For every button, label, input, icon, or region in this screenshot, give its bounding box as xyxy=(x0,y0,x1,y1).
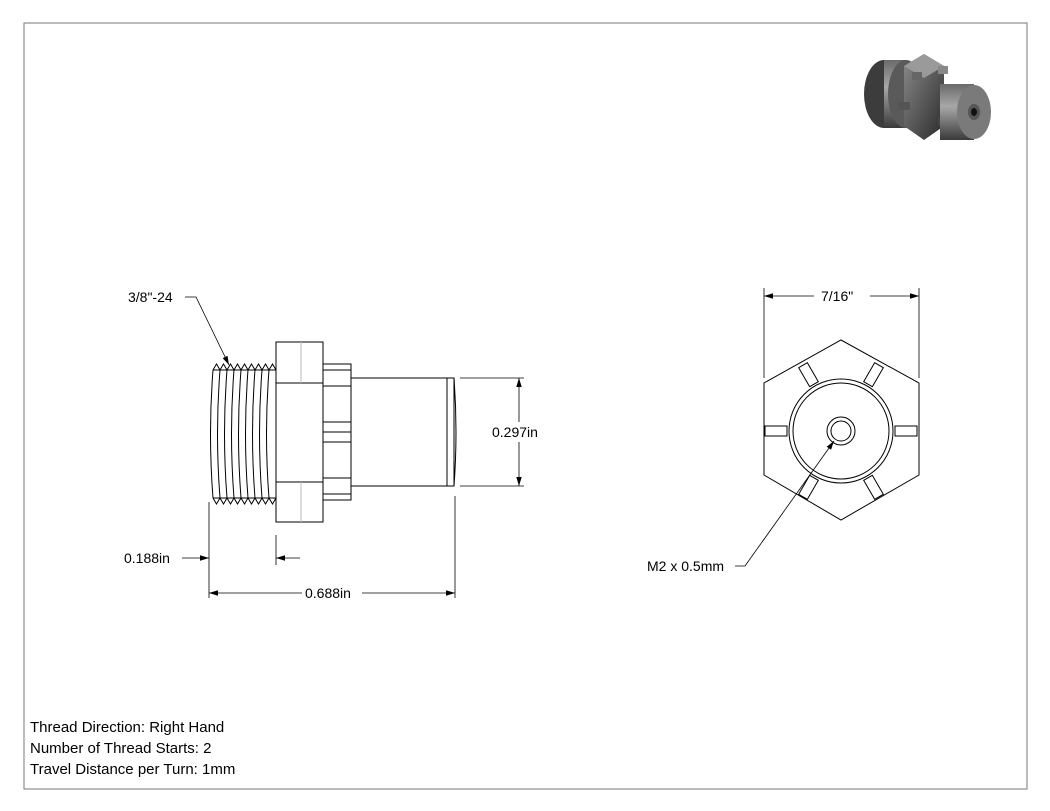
hex-width-label: 7/16" xyxy=(821,288,853,304)
bore-outer xyxy=(826,416,856,446)
thread-notes: Thread Direction: Right Hand Number of T… xyxy=(30,717,235,780)
thread-crest-line xyxy=(252,369,256,499)
thread-teeth-top xyxy=(212,363,277,371)
shank-diameter-label: 0.297in xyxy=(492,424,538,440)
shank xyxy=(350,377,457,487)
radial-tab xyxy=(797,474,820,501)
bore-inner xyxy=(830,420,852,442)
radial-tab xyxy=(797,361,820,388)
thread-teeth-bottom xyxy=(212,497,277,505)
thread-starts-note: Number of Thread Starts: 2 xyxy=(30,740,212,757)
front-view xyxy=(763,339,920,521)
thread-crest-line xyxy=(224,369,228,499)
radial-tab xyxy=(894,425,918,437)
shank-circle xyxy=(788,378,894,484)
thread-crest-line xyxy=(231,369,235,499)
travel-distance-note: Travel Distance per Turn: 1mm xyxy=(30,761,236,778)
thread-crest-line xyxy=(238,369,242,499)
radial-tab xyxy=(862,361,885,388)
side-view-dimensions xyxy=(182,296,524,598)
side-view xyxy=(210,341,457,523)
isometric-thumbnail xyxy=(864,54,991,140)
thread-crest-line xyxy=(245,369,249,499)
bore-thread-label: M2 x 0.5mm xyxy=(647,558,724,574)
inner-circle xyxy=(792,382,890,480)
hex-outline xyxy=(763,339,920,521)
radial-tabs xyxy=(764,361,918,501)
hex-thickness-label: 0.188in xyxy=(124,550,170,566)
front-view-dimensions xyxy=(735,288,920,567)
radial-tab xyxy=(764,425,788,437)
thread-spec-label: 3/8"-24 xyxy=(128,289,173,305)
thread-crest-line xyxy=(266,369,270,499)
thread-direction-note: Thread Direction: Right Hand xyxy=(30,719,225,736)
thread-crest-line xyxy=(259,369,263,499)
sheet-border xyxy=(23,22,1028,790)
overall-length-label: 0.688in xyxy=(305,585,351,601)
thread-crest-line xyxy=(217,369,221,499)
radial-tab xyxy=(862,474,885,501)
thread-section xyxy=(210,363,277,505)
locking-tabs xyxy=(322,363,352,501)
hex-flange xyxy=(275,341,324,523)
